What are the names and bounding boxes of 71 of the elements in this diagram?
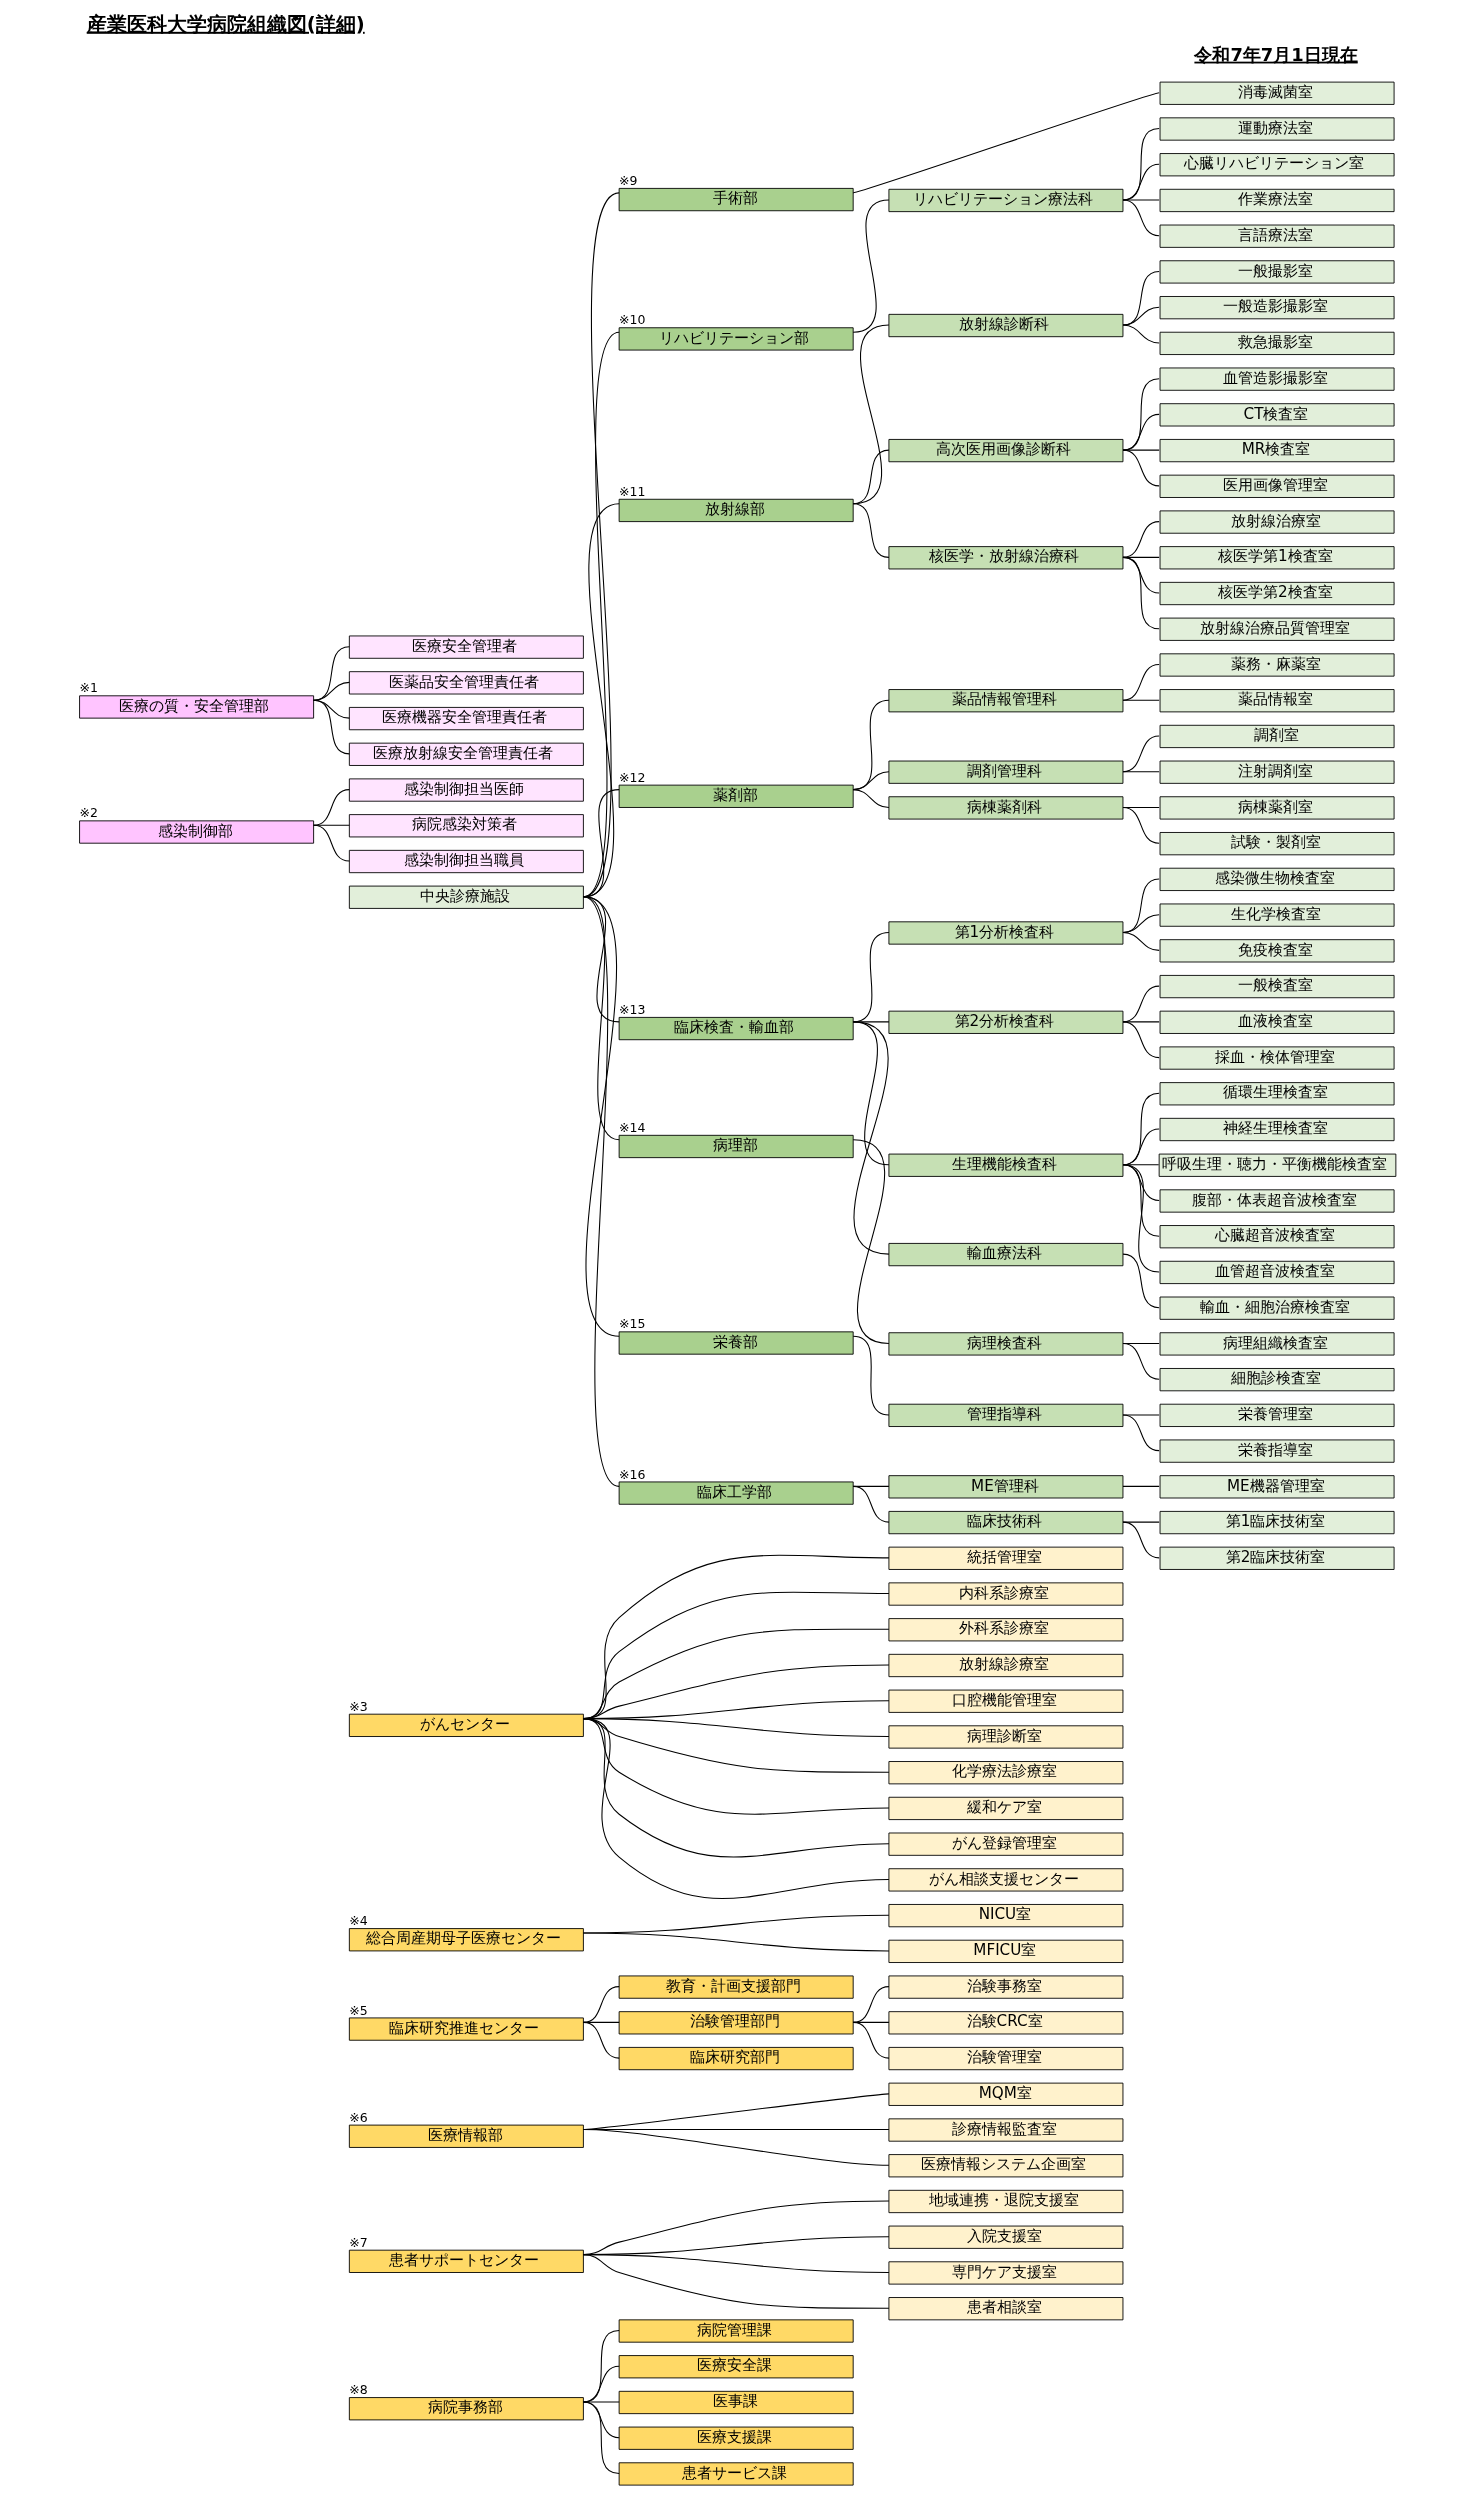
connector [852,503,889,558]
connector [1121,1414,1160,1452]
node-label: ※2 [79,805,98,821]
connector [1121,1164,1160,1237]
connector [582,2254,889,2309]
node-label: ※8 [348,2382,368,2398]
connector [1121,699,1160,701]
connector [1121,378,1160,451]
node-label: ※1 [79,680,98,696]
connector [1121,1253,1160,1309]
connector [852,789,889,808]
connector [852,199,889,333]
node-label: ※5 [348,2002,368,2018]
node-label: ※3 [348,1698,368,1714]
connector [582,1718,889,1858]
connector [1121,771,1160,773]
connector [1121,556,1160,630]
connector [1121,735,1160,773]
connector [582,2129,889,2166]
connector [852,1335,889,1416]
diagram-title: 産業医科大学病院組織図(詳細) [86,12,365,36]
connector [1121,306,1160,326]
connector [582,1718,889,1773]
connector [582,1932,889,1952]
node-label: ※6 [348,2109,368,2125]
connector [1121,449,1160,487]
node-label: ※11 [618,483,646,499]
connector [312,824,350,862]
connector [852,1485,889,1523]
connector [312,699,350,755]
connector [1121,1521,1160,1523]
node-label: ※16 [618,1466,646,1482]
connector [852,92,1160,194]
connector [1121,1485,1160,1487]
connector [582,1718,889,1815]
connector [312,646,350,701]
connector [1121,449,1160,451]
connector [1121,163,1160,201]
connector [1121,128,1160,201]
connector [1121,324,1160,344]
connector [852,2021,889,2059]
connector [1121,1521,1160,1559]
connector [1121,270,1160,326]
node-label: ※4 [348,1913,368,1929]
connector [582,2401,620,2475]
connector [852,1139,889,1344]
connector [1121,1342,1160,1380]
node-label: ※12 [618,769,646,785]
node-label: ※10 [618,312,646,328]
node-label: ※7 [348,2234,368,2250]
connector [852,1986,889,2023]
connector [312,789,350,826]
label: 令和7年7月1日現在 [1193,43,1358,65]
connector [582,2021,620,2059]
connector [312,681,350,701]
connector [852,1021,889,1255]
connector [1121,413,1160,451]
connector [582,1718,889,1900]
connector [1121,1021,1160,1059]
node-label: ※13 [618,1002,646,1017]
connector [1121,199,1160,237]
connector [1121,932,1160,951]
connector [1121,664,1160,701]
connector [1121,199,1160,201]
connector [1121,1164,1160,1273]
node-label: ※9 [618,173,638,189]
connector [1121,806,1160,844]
connector [582,896,620,1487]
node-label: ※14 [618,1119,646,1135]
node-label: ※15 [618,1316,646,1332]
connector [582,896,620,1337]
